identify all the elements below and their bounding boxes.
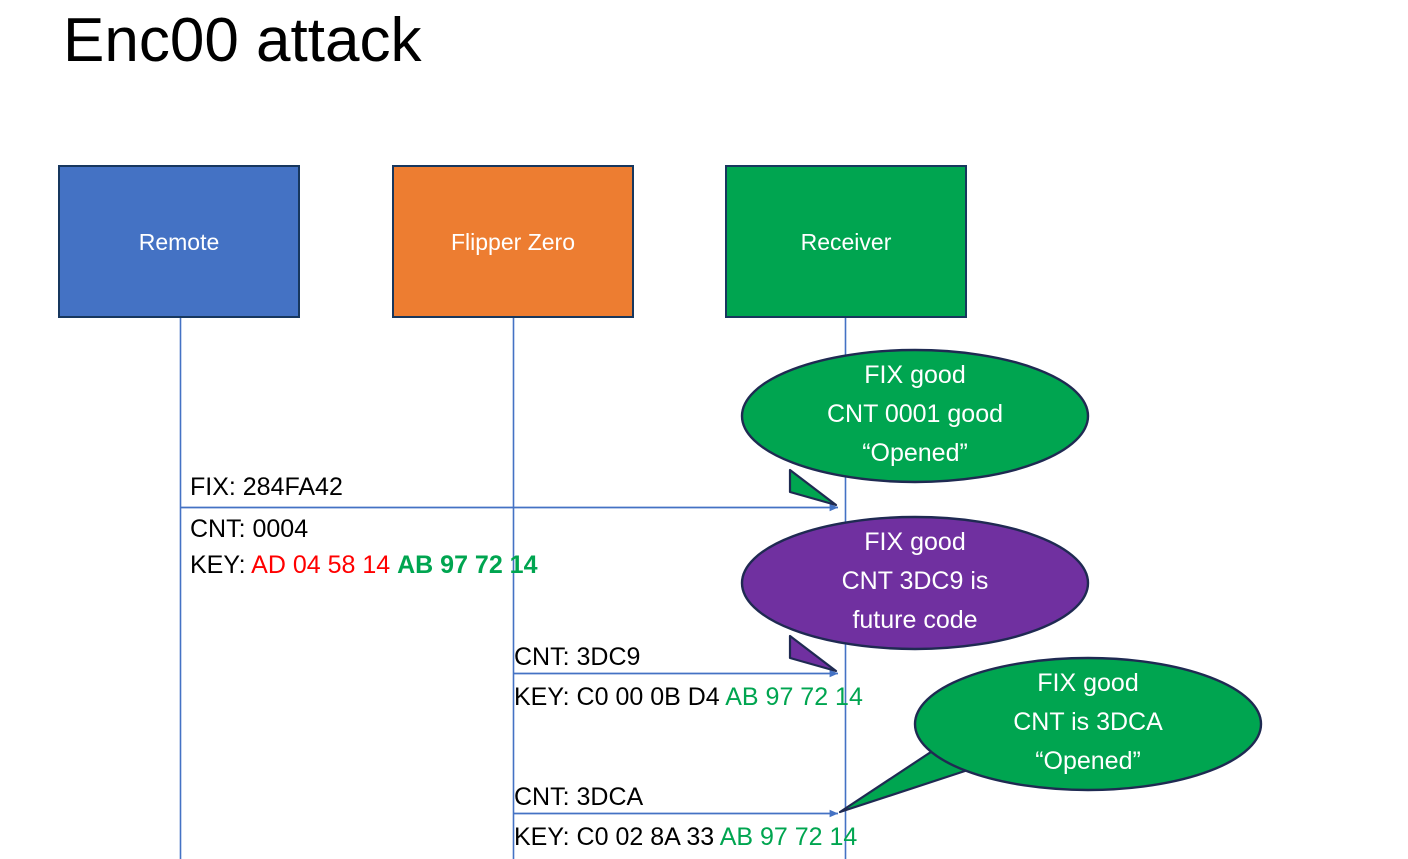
message-1-key-green: AB 97 72 14 [397,551,538,579]
message-1-key-prefix: KEY: [190,551,252,579]
speech-bubble-3-body [913,656,1263,792]
message-1-key-red: AD 04 58 14 [251,551,391,579]
message-2-key-green: AB 97 72 14 [725,683,863,711]
actor-box-flipper[interactable]: Flipper Zero [392,165,634,318]
message-2-label-above: CNT: 3DC9 [514,643,641,671]
message-2-key-prefix: KEY: C0 00 0B D4 [514,683,726,711]
message-3-label-above: CNT: 3DCA [514,783,644,811]
speech-bubble-3 [838,656,1263,814]
actor-label-receiver: Receiver [800,228,892,255]
actor-label-flipper: Flipper Zero [451,228,575,255]
actor-box-remote[interactable]: Remote [58,165,300,318]
actor-box-receiver[interactable]: Receiver [725,165,967,318]
message-3-label-key: KEY: C0 02 8A 33 AB 97 72 14 [514,820,857,854]
message-1-label-key: KEY: AD 04 58 14 AB 97 72 14 [190,548,538,582]
speech-bubble-2-tail [788,634,838,673]
message-3-key-green: AB 97 72 14 [719,823,858,851]
message-3-key-prefix: KEY: C0 02 8A 33 [514,823,720,851]
speech-bubble-1-tail [788,468,838,507]
message-2-label-key: KEY: C0 00 0B D4 AB 97 72 14 [514,680,863,714]
speech-bubble-2 [740,515,1090,673]
speech-bubble-2-body [740,515,1090,651]
speech-bubble-1-body [740,348,1090,484]
message-1-label-cnt: CNT: 0004 [190,515,309,543]
message-1-label-above: FIX: 284FA42 [190,473,343,501]
speech-bubble-1 [740,348,1090,507]
page-title: Enc00 attack [63,6,422,75]
actor-label-remote: Remote [138,228,220,255]
